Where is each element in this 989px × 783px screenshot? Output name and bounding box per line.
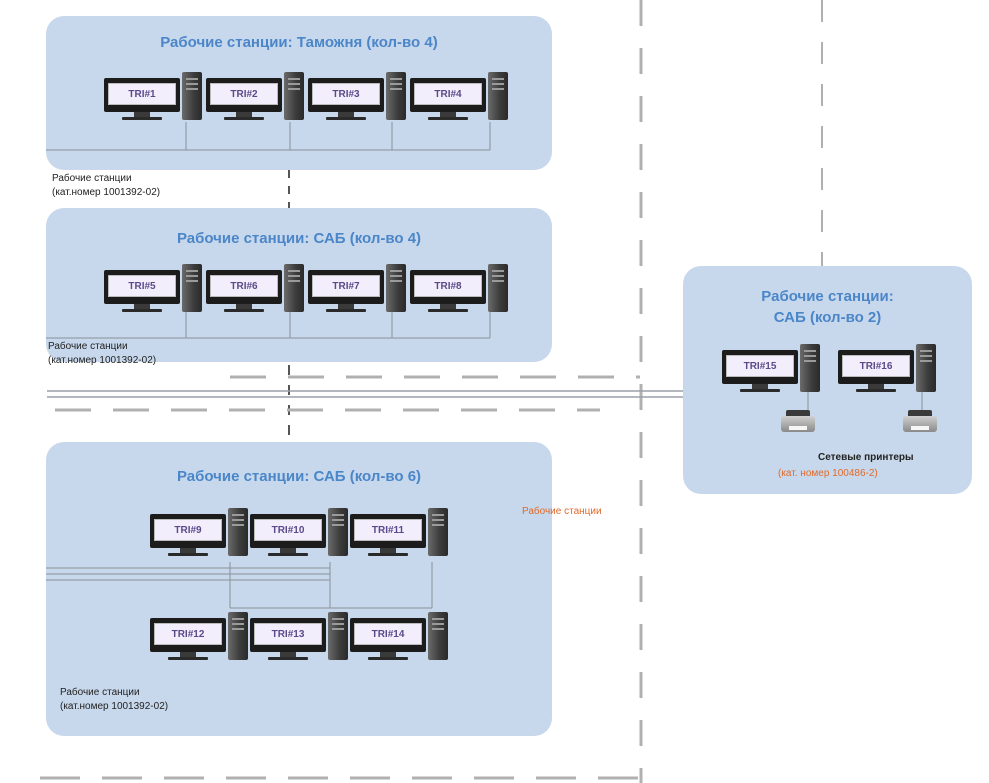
station-label: TRI#11 [354, 519, 422, 541]
caption-catalog: (кат.номер 1001392-02) [52, 187, 161, 198]
monitor: TRI#5 [104, 270, 180, 304]
pc-tower-icon [182, 264, 202, 312]
workstation: TRI#3 [308, 72, 408, 132]
station-label: TRI#5 [108, 275, 176, 297]
monitor: TRI#16 [838, 350, 914, 384]
middle-label: Рабочие станции [522, 506, 602, 517]
pc-tower-icon [428, 508, 448, 556]
monitor: TRI#2 [206, 78, 282, 112]
caption-title: Рабочие станции [52, 173, 132, 184]
group-caption: Рабочие станции (кат.номер 1001392-02) [60, 686, 168, 714]
monitor: TRI#6 [206, 270, 282, 304]
pc-tower-icon [284, 264, 304, 312]
caption-catalog: (кат.номер 1001392-02) [48, 355, 157, 366]
group-title: Рабочие станции: САБ (кол-во 6) [176, 468, 422, 485]
pc-tower-icon [386, 264, 406, 312]
workstation: TRI#5 [104, 264, 204, 324]
station-label: TRI#9 [154, 519, 222, 541]
caption-catalog: (кат.номер 1001392-02) [60, 701, 169, 712]
pc-tower-icon [428, 612, 448, 660]
group-caption: Рабочие станции (кат.номер 1001392-02) [52, 172, 160, 200]
workstation: TRI#4 [410, 72, 510, 132]
station-label: TRI#14 [354, 623, 422, 645]
pc-tower-icon [284, 72, 304, 120]
printers-label: Сетевые принтеры [818, 452, 914, 463]
group-title-line: САБ (кол-во 2) [773, 309, 882, 326]
caption-title: Рабочие станции [60, 687, 140, 698]
workstation: TRI#7 [308, 264, 408, 324]
workstation: TRI#14 [350, 612, 450, 672]
pc-tower-icon [488, 72, 508, 120]
station-label: TRI#4 [414, 83, 482, 105]
pc-tower-icon [488, 264, 508, 312]
pc-tower-icon [182, 72, 202, 120]
station-label: TRI#1 [108, 83, 176, 105]
monitor: TRI#10 [250, 514, 326, 548]
workstation: TRI#9 [150, 508, 250, 568]
workstation: TRI#16 [838, 344, 938, 404]
monitor: TRI#12 [150, 618, 226, 652]
group-panel-sab-6: Рабочие станции: САБ (кол-во 6) [46, 442, 552, 736]
group-title: Рабочие станции: Таможня (кол-во 4) [160, 34, 438, 51]
monitor: TRI#13 [250, 618, 326, 652]
monitor: TRI#8 [410, 270, 486, 304]
workstation: TRI#1 [104, 72, 204, 132]
monitor: TRI#9 [150, 514, 226, 548]
station-label: TRI#7 [312, 275, 380, 297]
monitor: TRI#15 [722, 350, 798, 384]
station-label: TRI#12 [154, 623, 222, 645]
caption-title: Рабочие станции [48, 341, 128, 352]
group-title: Рабочие станции: САБ (кол-во 2) [683, 286, 972, 328]
pc-tower-icon [228, 612, 248, 660]
workstation: TRI#13 [250, 612, 350, 672]
pc-tower-icon [228, 508, 248, 556]
monitor: TRI#14 [350, 618, 426, 652]
station-label: TRI#16 [842, 355, 910, 377]
station-label: TRI#2 [210, 83, 278, 105]
pc-tower-icon [386, 72, 406, 120]
station-label: TRI#13 [254, 623, 322, 645]
monitor: TRI#3 [308, 78, 384, 112]
monitor: TRI#11 [350, 514, 426, 548]
workstation: TRI#2 [206, 72, 306, 132]
monitor: TRI#1 [104, 78, 180, 112]
station-label: TRI#8 [414, 275, 482, 297]
workstation: TRI#6 [206, 264, 306, 324]
station-label: TRI#3 [312, 83, 380, 105]
workstation: TRI#8 [410, 264, 510, 324]
station-label: TRI#15 [726, 355, 794, 377]
workstation: TRI#10 [250, 508, 350, 568]
group-title: Рабочие станции: САБ (кол-во 4) [176, 230, 422, 247]
printers-catalog: (кат. номер 100486-2) [778, 468, 878, 479]
workstation: TRI#15 [722, 344, 822, 404]
workstation: TRI#12 [150, 612, 250, 672]
pc-tower-icon [328, 612, 348, 660]
monitor: TRI#7 [308, 270, 384, 304]
monitor: TRI#4 [410, 78, 486, 112]
printer-icon [903, 408, 937, 434]
workstation: TRI#11 [350, 508, 450, 568]
group-caption: Рабочие станции (кат.номер 1001392-02) [48, 340, 156, 368]
pc-tower-icon [800, 344, 820, 392]
pc-tower-icon [916, 344, 936, 392]
station-label: TRI#6 [210, 275, 278, 297]
pc-tower-icon [328, 508, 348, 556]
group-title-line: Рабочие станции: [761, 288, 894, 305]
station-label: TRI#10 [254, 519, 322, 541]
printer-icon [781, 408, 815, 434]
